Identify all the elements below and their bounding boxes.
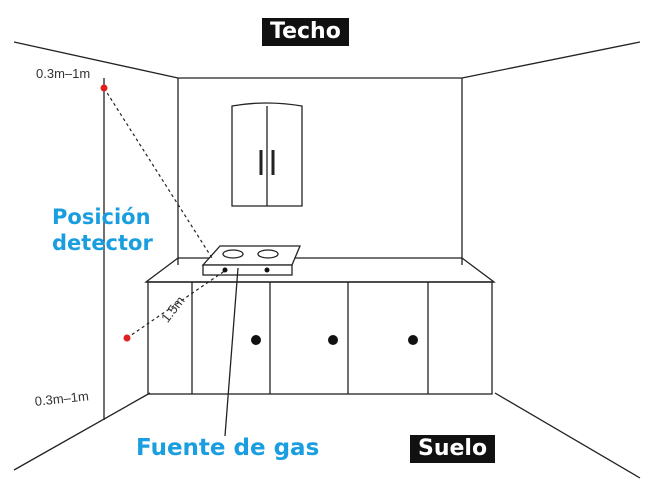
gas-source-label: Fuente de gas — [136, 435, 320, 461]
detector-position-high — [100, 84, 108, 92]
detector-label-line1: Posición — [52, 205, 151, 229]
detector-label-line2: detector — [52, 231, 153, 255]
ceiling-label: Techo — [262, 18, 349, 46]
ceiling-right-edge — [461, 41, 641, 79]
detector-position-low — [123, 334, 131, 342]
ceiling-left-edge — [13, 41, 179, 79]
knob-3 — [408, 335, 418, 345]
floor-label: Suelo — [410, 435, 496, 463]
floor-left-edge — [13, 392, 151, 471]
knob-1 — [251, 335, 261, 345]
countertop — [144, 257, 496, 283]
stove-knob-right — [264, 267, 270, 273]
floor-right-edge — [494, 392, 641, 479]
stove-knob-left — [222, 267, 228, 273]
detector-position-label: Posición detector — [52, 204, 153, 256]
top-distance-label: 0.3m–1m — [36, 66, 91, 81]
dashed-bottom-to-stove — [126, 269, 227, 339]
gas-stove — [201, 245, 301, 276]
wall-cabinet — [231, 102, 303, 207]
gas-source-pointer — [224, 267, 239, 437]
cabinet-knobs — [222, 267, 418, 345]
knob-2 — [328, 335, 338, 345]
base-cabinets — [147, 281, 493, 395]
